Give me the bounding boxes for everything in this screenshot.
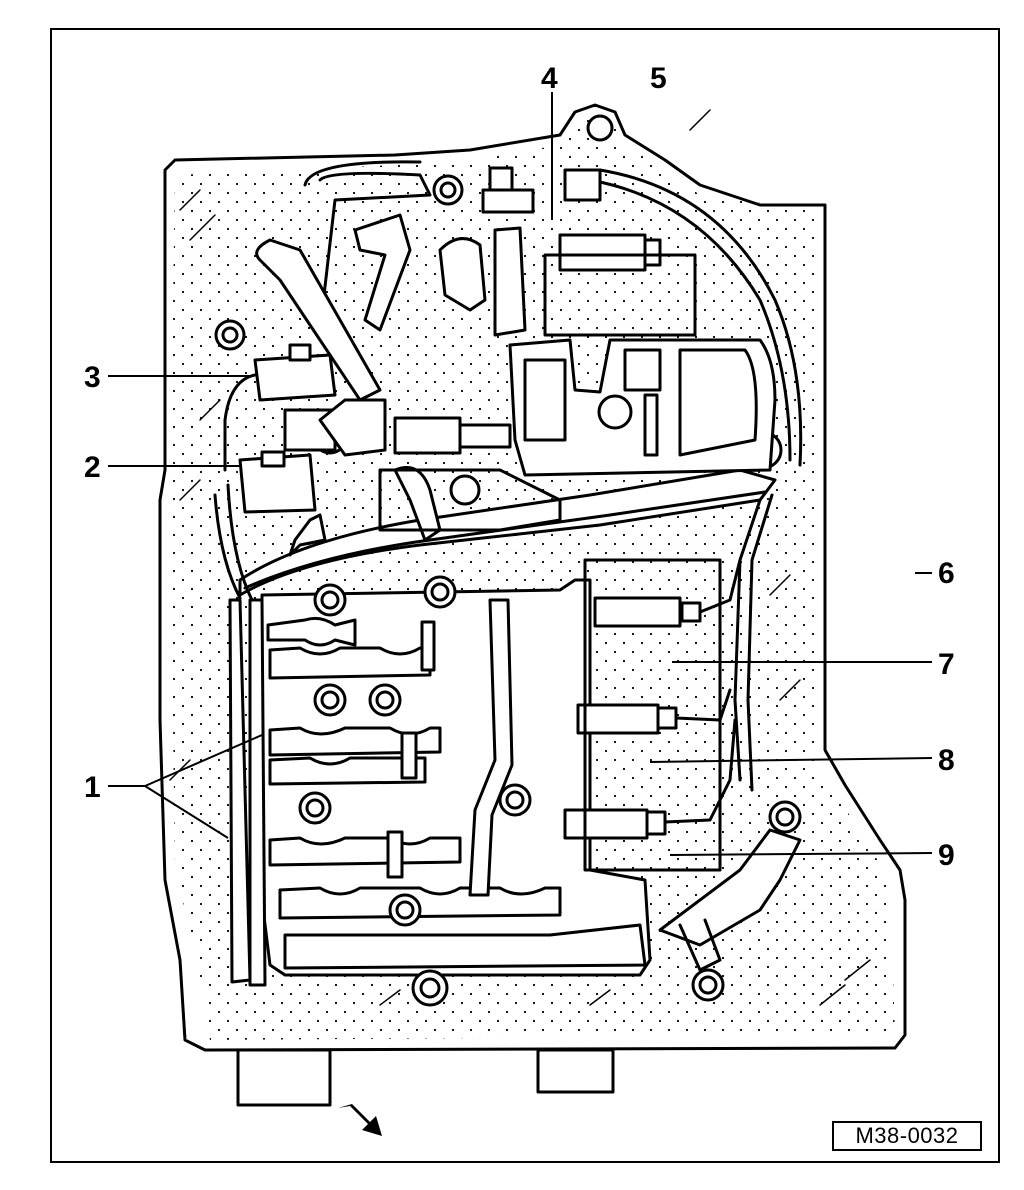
connector-right [536, 1048, 615, 1094]
callout-6: 6 [938, 557, 955, 590]
callout-7: 7 [938, 648, 955, 681]
arrow-icon [338, 1104, 382, 1136]
wire-harness [238, 468, 777, 597]
callout-5: 5 [650, 62, 667, 95]
callout-4: 4 [541, 62, 558, 95]
leader-lines [108, 92, 933, 856]
callout-1: 1 [84, 771, 101, 804]
callout-3: 3 [84, 361, 101, 394]
solenoid-8 [576, 688, 732, 735]
valve-plate-lower [260, 578, 652, 977]
connector-left [236, 1048, 332, 1107]
callout-8: 8 [938, 744, 955, 777]
callout-2: 2 [84, 451, 101, 484]
figure-frame [50, 28, 1000, 1163]
solenoid-7 [593, 558, 742, 628]
solenoid-2 [238, 450, 317, 514]
figure-id-label: M38-0032 [832, 1121, 982, 1151]
callout-9: 9 [938, 839, 955, 872]
housing-outline [158, 103, 907, 1052]
solenoid-3 [223, 343, 337, 472]
vertical-pipe [468, 598, 514, 897]
